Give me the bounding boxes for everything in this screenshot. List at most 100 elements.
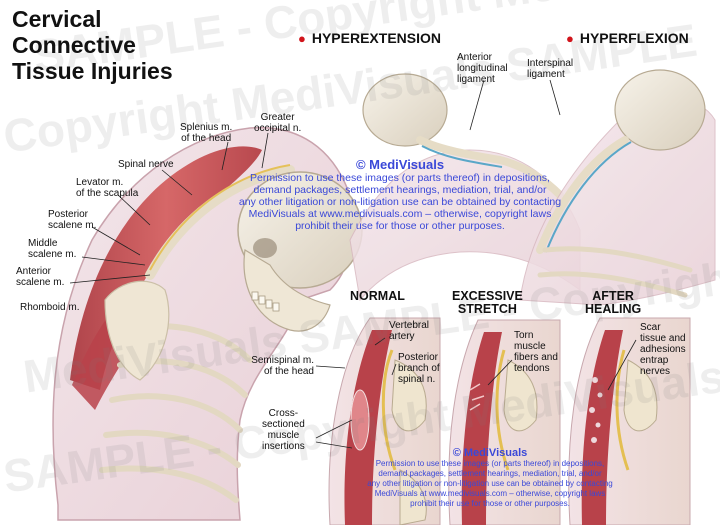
watermark-line: MediVisuals at www.medivisuals.com – oth… bbox=[374, 489, 606, 498]
panel-title-after-healing: AFTER HEALING bbox=[585, 290, 641, 316]
excessive-stretch-panel bbox=[448, 319, 561, 525]
label-line: Vertebral bbox=[389, 320, 430, 331]
label-line: sectioned bbox=[262, 419, 305, 430]
hyperextension-label: HYPEREXTENSION bbox=[311, 30, 441, 46]
hyperflex-ribs bbox=[537, 246, 693, 298]
label-line: Posterior bbox=[398, 352, 439, 363]
label-line: scalene m. bbox=[28, 249, 77, 260]
label-line: Posterior bbox=[48, 209, 89, 220]
diagram-title: Cervical Connective Tissue Injuries bbox=[12, 6, 173, 84]
label-line: artery bbox=[389, 331, 415, 342]
label-line: HEALING bbox=[585, 302, 642, 316]
watermark-line: demand packages, settlement hearings, me… bbox=[378, 469, 602, 478]
label-line: of the head bbox=[181, 133, 232, 144]
label-line: adhesions bbox=[640, 344, 686, 355]
label-anterior-longitudinal: Anterior longitudinal ligament bbox=[457, 52, 508, 85]
bullet-icon: ● bbox=[298, 31, 306, 46]
label-line: scalene m. bbox=[16, 277, 65, 288]
label-interspinal: Interspinal ligament bbox=[527, 58, 573, 80]
bullet-icon: ● bbox=[566, 31, 574, 46]
label-line: ligament bbox=[457, 74, 495, 85]
title-line-1: Cervical bbox=[12, 6, 102, 32]
label-line: Torn bbox=[514, 330, 534, 341]
hyperflexion-header: ● HYPERFLEXION bbox=[566, 30, 689, 46]
hyperflexion-label: HYPERFLEXION bbox=[579, 30, 689, 46]
label-line: Greater bbox=[260, 112, 295, 123]
label-line: branch of bbox=[398, 363, 440, 374]
label-line: occipital n. bbox=[254, 123, 302, 134]
label-line: muscle bbox=[267, 430, 300, 441]
watermark-line: Permission to use these images (or parts… bbox=[375, 459, 605, 468]
label-line: Semispinal m. bbox=[251, 355, 314, 366]
watermark-line: any other litigation or non-litigation u… bbox=[238, 196, 562, 208]
label-anterior-scalene: Anterior scalene m. bbox=[16, 266, 64, 288]
main-teeth bbox=[251, 291, 280, 312]
label-line: Levator m. bbox=[76, 177, 124, 188]
label-line: entrap bbox=[640, 355, 669, 366]
label-middle-scalene: Middle scalene m. bbox=[28, 238, 76, 260]
hyperextension-header: ● HYPEREXTENSION bbox=[298, 30, 441, 46]
label-line: fibers and bbox=[514, 352, 558, 363]
label-line: of the scapula bbox=[76, 188, 139, 199]
label-line: Anterior bbox=[457, 52, 493, 63]
hyperext-ligament bbox=[421, 145, 503, 168]
label-posterior-scalene: Posterior scalene m. bbox=[48, 209, 96, 231]
label-line: Anterior bbox=[16, 266, 52, 277]
label-semispinal: Semispinal m. of the head bbox=[250, 355, 314, 377]
watermark-line: Permission to use these images (or parts… bbox=[250, 172, 550, 184]
panel-title-excessive-stretch: EXCESSIVE STRETCH bbox=[452, 290, 523, 316]
main-jaw bbox=[243, 249, 331, 332]
label-line: Interspinal bbox=[527, 58, 574, 69]
title-line-3: Tissue Injuries bbox=[12, 58, 173, 84]
watermark-line: MediVisuals at www.medivisuals.com – oth… bbox=[248, 208, 552, 220]
hyperflex-skull bbox=[614, 69, 706, 151]
leader-lines bbox=[69, 79, 637, 449]
cervical-spine bbox=[145, 165, 295, 280]
hyperflexion-figure bbox=[519, 69, 716, 306]
label-line: STRETCH bbox=[457, 302, 517, 316]
watermark-line: prohibit their use for those or other pu… bbox=[295, 220, 505, 232]
hyperflex-ligament bbox=[545, 141, 632, 253]
main-figure bbox=[52, 126, 363, 521]
label-torn-fibers: Torn muscle fibers and tendons bbox=[514, 330, 558, 374]
label-cross-sectioned: Cross- sectioned muscle insertions bbox=[262, 408, 305, 452]
hyperflex-spine bbox=[536, 136, 629, 254]
title-line-2: Connective bbox=[12, 32, 136, 58]
label-line: Middle bbox=[28, 238, 58, 249]
label-splenius: Splenius m. of the head bbox=[180, 122, 232, 144]
watermark-brand: © MediVisuals bbox=[452, 447, 528, 459]
after-healing-panel bbox=[568, 317, 691, 525]
label-line: tissue and bbox=[640, 333, 686, 344]
label-line: nerves bbox=[640, 366, 671, 377]
watermark-line: demand packages, settlement hearings, me… bbox=[253, 184, 547, 196]
hyperext-skull bbox=[362, 73, 448, 147]
label-line: Splenius m. bbox=[180, 122, 233, 133]
label-line: muscle bbox=[514, 341, 546, 352]
scapula bbox=[104, 280, 170, 381]
label-spinal-nerve: Spinal nerve bbox=[118, 159, 174, 170]
label-line: insertions bbox=[262, 441, 305, 452]
normal-panel bbox=[328, 317, 441, 525]
label-posterior-branch: Posterior branch of spinal n. bbox=[398, 352, 440, 385]
panel-title-normal: NORMAL bbox=[350, 289, 405, 303]
watermark-brand: © MediVisuals bbox=[355, 157, 445, 172]
main-eye-socket bbox=[253, 238, 277, 258]
label-levator: Levator m. of the scapula bbox=[76, 177, 138, 199]
label-vertebral-artery: Vertebral artery bbox=[389, 320, 429, 342]
label-line: scalene m. bbox=[48, 220, 97, 231]
spinal-nerve-line bbox=[149, 164, 291, 271]
label-line: of the head bbox=[263, 366, 314, 377]
label-line: Scar bbox=[640, 322, 661, 333]
label-line: Cross- bbox=[268, 408, 299, 419]
copyright-notice-top: © MediVisuals Permission to use these im… bbox=[210, 157, 590, 232]
label-rhomboid: Rhomboid m. bbox=[20, 302, 80, 313]
copyright-notice-bottom: © MediVisuals Permission to use these im… bbox=[345, 447, 635, 509]
label-line: ligament bbox=[527, 69, 565, 80]
label-line: longitudinal bbox=[457, 63, 508, 74]
hyperext-spine bbox=[416, 136, 564, 199]
watermark-line: prohibit their use for those or other pu… bbox=[410, 499, 570, 508]
label-line: spinal n. bbox=[398, 374, 436, 385]
label-scar-tissue: Scar tissue and adhesions entrap nerves bbox=[640, 322, 686, 377]
label-line: EXCESSIVE bbox=[452, 289, 523, 303]
